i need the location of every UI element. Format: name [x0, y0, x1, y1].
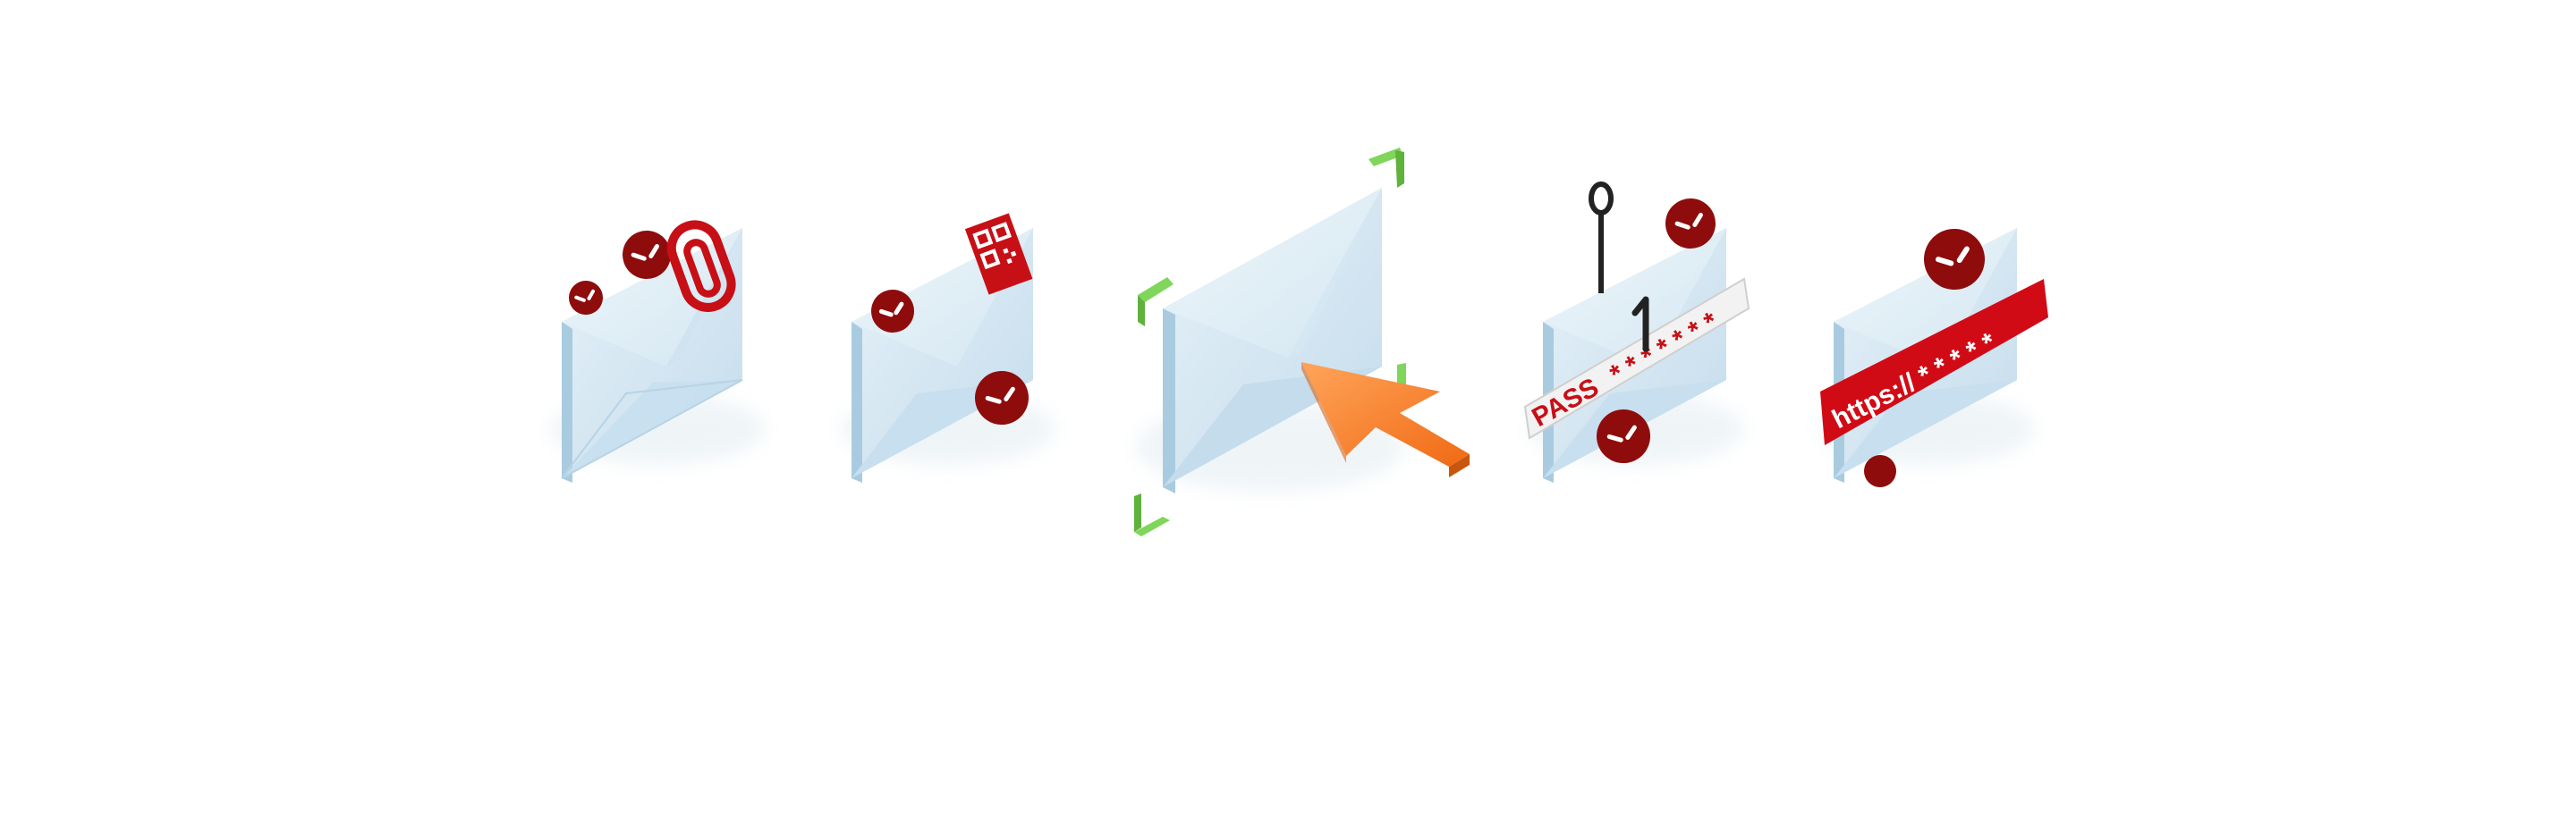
envelope-phishing-group: PASS * * * * * * * [1523, 181, 1750, 483]
pointer-arrow-icon[interactable] [1301, 362, 1470, 477]
malware-badge-icon [1665, 198, 1716, 249]
envelope-qr-group [841, 213, 1055, 483]
qr-code-icon [964, 213, 1033, 295]
selection-bracket-bottom-left-icon [1134, 493, 1170, 536]
malware-badge-icon [871, 290, 914, 333]
selection-bracket-top-right-icon [1368, 148, 1404, 188]
selection-bracket-bottom-right-icon [1397, 363, 1406, 386]
malware-badge-icon [1864, 455, 1896, 487]
malware-badge-icon [623, 231, 671, 279]
envelope-attachment-group [550, 220, 765, 483]
paperclip-icon [666, 220, 736, 312]
selection-bracket-top-left-icon [1138, 277, 1174, 326]
malware-badge-icon [1597, 409, 1650, 463]
malware-badge-icon [1924, 229, 1985, 290]
envelope-selected-group [1134, 148, 1470, 536]
fishing-hook-icon [1589, 181, 1649, 352]
envelope-link-group: https:// * * * * * [1820, 228, 2048, 487]
malware-badge-icon [975, 371, 1029, 425]
malware-badge-icon [569, 281, 603, 315]
